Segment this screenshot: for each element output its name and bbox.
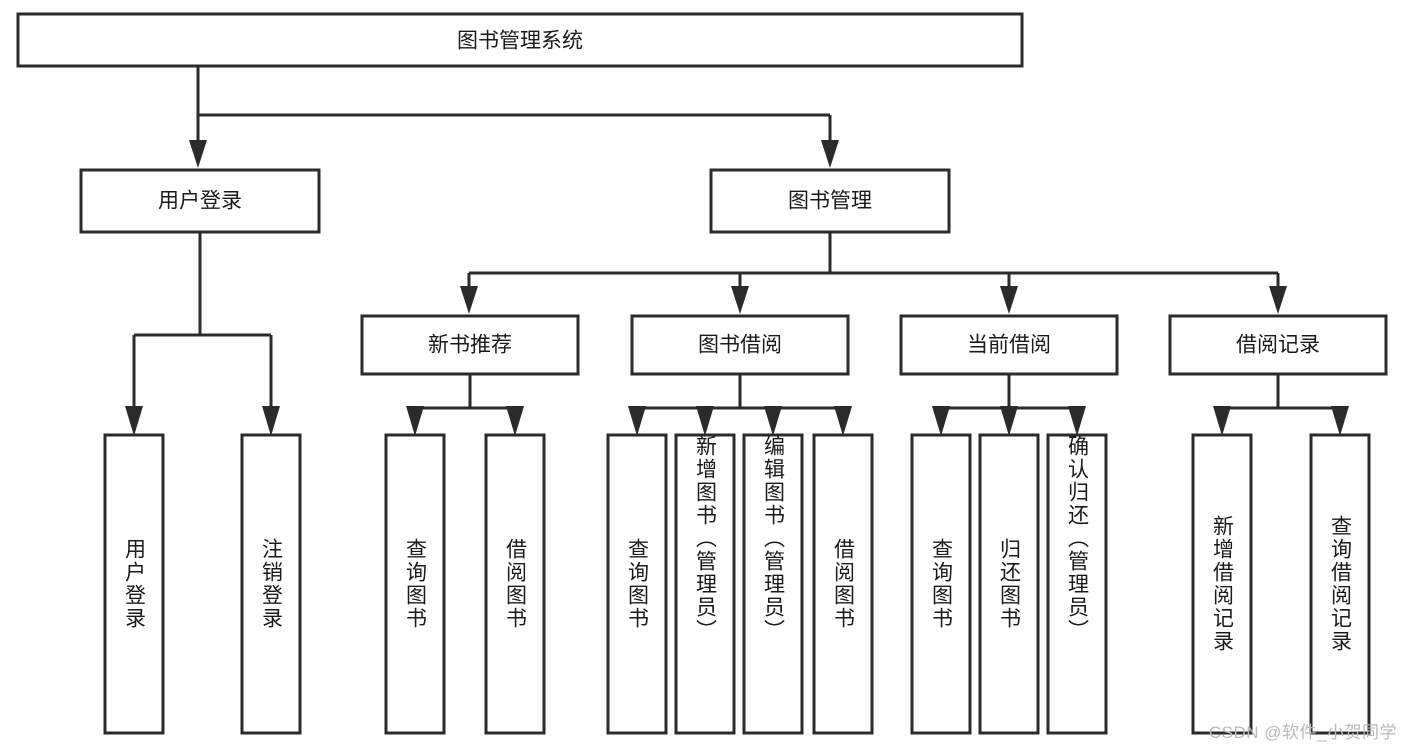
node-leaf-9-box[interactable] [978, 433, 1040, 735]
arrow-head-icon [1213, 406, 1231, 436]
node-level2-1[interactable]: 图书管理 [709, 168, 951, 234]
node-level3-2-box[interactable] [899, 314, 1119, 376]
node-leaf-4-box[interactable] [606, 433, 668, 735]
node-leaf-11-box[interactable] [1191, 433, 1253, 735]
arrow-head-icon [1269, 286, 1287, 314]
arrow-head-icon [262, 406, 280, 436]
node-level3-2-label: 当前借阅 [967, 334, 1051, 357]
connector-level3-0-to-leaves [406, 374, 524, 436]
node-level2-0-box[interactable] [79, 168, 321, 234]
arrow-head-icon [406, 406, 424, 436]
csdn-watermark: CSDN @软件_小贺同学 [1208, 723, 1397, 742]
arrow-head-icon [696, 406, 714, 436]
node-level3-1-label: 图书借阅 [698, 334, 782, 357]
node-level3-0-label: 新书推荐 [428, 334, 512, 357]
node-root[interactable]: 图书管理系统 [16, 12, 1024, 68]
node-level2-1-label: 图书管理 [788, 190, 872, 213]
connector-level3-1-to-leaves [628, 374, 852, 436]
node-leaf-2-box[interactable] [384, 433, 446, 735]
node-level3-3-label: 借阅记录 [1236, 334, 1320, 357]
node-leaf-0-box[interactable] [103, 433, 165, 735]
arrow-head-icon [125, 406, 143, 436]
node-leaf-7-box[interactable] [812, 433, 874, 735]
node-leaf-10-box[interactable] [1046, 433, 1108, 735]
node-leaf-12-box[interactable] [1309, 433, 1371, 735]
node-level3-0-box[interactable] [360, 314, 580, 376]
node-level3-1[interactable]: 图书借阅 [630, 314, 850, 376]
arrow-head-icon [1000, 406, 1018, 436]
arrow-head-icon [821, 140, 839, 168]
arrow-head-icon [189, 140, 207, 168]
node-leaf-3-box[interactable] [484, 433, 546, 735]
node-leaf-1-box[interactable] [240, 433, 302, 735]
connector-level2-1-to-level3 [460, 232, 1287, 314]
arrow-head-icon [460, 286, 478, 314]
node-root-box[interactable] [16, 12, 1024, 68]
arrow-head-icon [1331, 406, 1349, 436]
arrow-head-icon [731, 286, 749, 314]
node-level2-0[interactable]: 用户登录 [79, 168, 321, 234]
arrow-head-icon [932, 406, 950, 436]
connector-root-to-level2 [189, 66, 839, 168]
node-root-label: 图书管理系统 [457, 30, 583, 53]
connector-level2-0-to-leaves [125, 232, 280, 436]
connector-level3-2-to-leaves [932, 374, 1086, 436]
node-level3-0[interactable]: 新书推荐 [360, 314, 580, 376]
arrow-head-icon [764, 406, 782, 436]
arrow-head-icon [834, 406, 852, 436]
node-leaf-8-box[interactable] [910, 433, 972, 735]
arrow-head-icon [628, 406, 646, 436]
node-leaf-6-box[interactable] [742, 433, 804, 735]
node-level3-2[interactable]: 当前借阅 [899, 314, 1119, 376]
node-level3-3[interactable]: 借阅记录 [1168, 314, 1388, 376]
connector-level3-3-to-leaves [1213, 374, 1349, 436]
arrow-head-icon [506, 406, 524, 436]
node-level2-0-label: 用户登录 [158, 190, 242, 213]
arrow-head-icon [1068, 406, 1086, 436]
node-leaf-5-box[interactable] [674, 433, 736, 735]
arrow-head-icon [1000, 286, 1018, 314]
